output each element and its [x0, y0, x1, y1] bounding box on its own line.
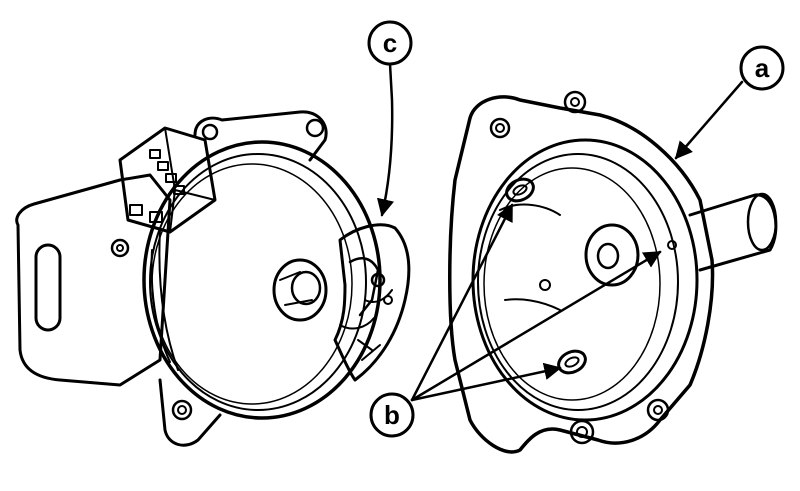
wiring-connector — [118, 126, 217, 234]
housing-outer-rim — [142, 140, 382, 420]
callout-label-c: c — [383, 28, 397, 58]
base-shaft-bore — [584, 223, 640, 287]
base-bolt — [569, 419, 595, 445]
flange-bolt — [110, 238, 130, 258]
base-bolt — [563, 90, 587, 114]
leader-arrow-b-upper — [410, 203, 514, 402]
base-bolt — [646, 398, 670, 422]
upper-screw-slot — [505, 177, 535, 203]
drive-shaft-stub — [688, 192, 778, 272]
rotor-shaft — [272, 258, 328, 322]
base-bowl-rim — [471, 138, 699, 422]
callout-circle — [367, 20, 413, 66]
base-bolt — [489, 117, 511, 139]
callout-label-a: a — [755, 53, 770, 83]
callout-circle — [739, 45, 785, 91]
leader-arrow-a — [674, 80, 744, 160]
flange-slot — [34, 243, 62, 332]
callout-circle — [369, 392, 415, 438]
callout-c: c — [367, 20, 413, 66]
leader-arrow-b-lower — [410, 362, 562, 402]
callout-label-b: b — [384, 400, 400, 430]
rim-pin-hole — [667, 240, 677, 250]
leader-arrow-c — [376, 62, 395, 217]
leader-lines — [376, 62, 744, 402]
callout-b: b — [369, 392, 415, 438]
leader-arrow-b-middle — [410, 250, 662, 402]
callout-a: a — [739, 45, 785, 91]
advance-mechanism-cutaway — [333, 223, 411, 382]
lower-screw-slot — [557, 349, 587, 375]
right-distributor-base — [448, 90, 778, 454]
left-distributor-housing — [15, 110, 411, 447]
